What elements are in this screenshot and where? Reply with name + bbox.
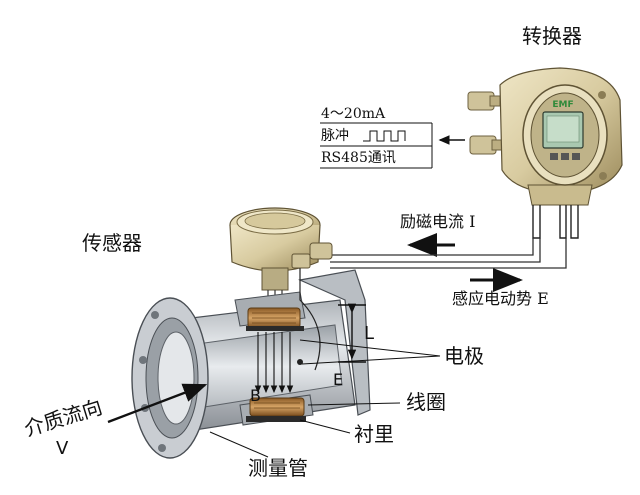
sensor-junction-box bbox=[229, 207, 333, 318]
cable-gland-bottom bbox=[469, 135, 503, 155]
measuring-tube-label: 测量管 bbox=[248, 456, 308, 480]
output-serial-label: RS485通讯 bbox=[321, 150, 396, 166]
electrode-wire bbox=[299, 268, 321, 371]
cable-gland-top bbox=[467, 91, 501, 111]
key-button bbox=[550, 153, 558, 160]
length-symbol: L bbox=[364, 323, 375, 344]
leader-lines bbox=[209, 339, 441, 458]
coil-bottom bbox=[249, 397, 305, 417]
field-symbol: B bbox=[250, 386, 261, 405]
pulse-waveform-icon bbox=[363, 130, 406, 142]
lining-strip bbox=[246, 416, 306, 422]
magnetic-field-lines bbox=[254, 332, 294, 394]
lining-strip-top bbox=[246, 326, 304, 331]
coil-label: 线圈 bbox=[406, 390, 446, 414]
output-pulse-label: 脉冲 bbox=[321, 128, 349, 144]
emf-symbol: E bbox=[333, 370, 344, 389]
lining-label: 衬里 bbox=[354, 422, 394, 446]
electrode-label: 电极 bbox=[444, 344, 484, 368]
electrode-dot bbox=[297, 359, 303, 365]
coil-top bbox=[247, 307, 301, 329]
converter-cables bbox=[532, 205, 579, 239]
measuring-tube bbox=[131, 269, 371, 459]
output-analog-label: 4～20mA bbox=[321, 106, 386, 122]
key-button bbox=[561, 153, 569, 160]
brand-badge: EMF bbox=[552, 100, 573, 110]
sensor-label: 传感器 bbox=[82, 231, 142, 255]
flow-direction-arrow bbox=[107, 383, 208, 424]
velocity-symbol: V bbox=[56, 438, 69, 459]
converter-label: 转换器 bbox=[522, 24, 582, 48]
induced-emf-label: 感应电动势 E bbox=[452, 289, 549, 308]
interconnect-wires bbox=[330, 238, 567, 269]
excitation-current-label: 励磁电流 I bbox=[400, 212, 476, 231]
converter-unit: EMF bbox=[467, 67, 623, 239]
key-button bbox=[572, 153, 580, 160]
output-signal-panel bbox=[320, 122, 433, 169]
